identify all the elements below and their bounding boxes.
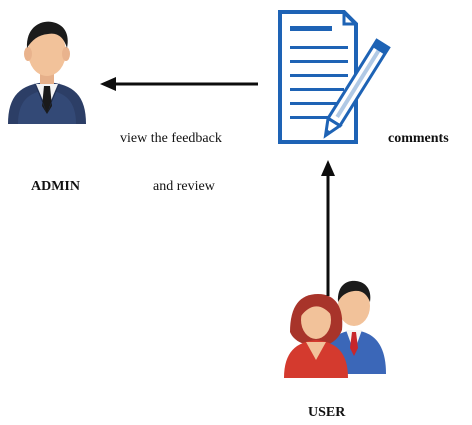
arrow-to-comments xyxy=(321,160,335,296)
feedback-label-line1: view the feedback xyxy=(120,131,222,146)
feedback-label-line2: and review xyxy=(153,179,215,194)
document-pen-icon xyxy=(278,10,391,144)
users-pair-icon xyxy=(284,280,386,378)
user-label: USER xyxy=(308,405,346,420)
admin-person-icon xyxy=(8,21,86,124)
admin-label: ADMIN xyxy=(31,179,80,194)
arrow-to-admin xyxy=(100,77,258,91)
comments-label: comments xyxy=(388,131,449,146)
